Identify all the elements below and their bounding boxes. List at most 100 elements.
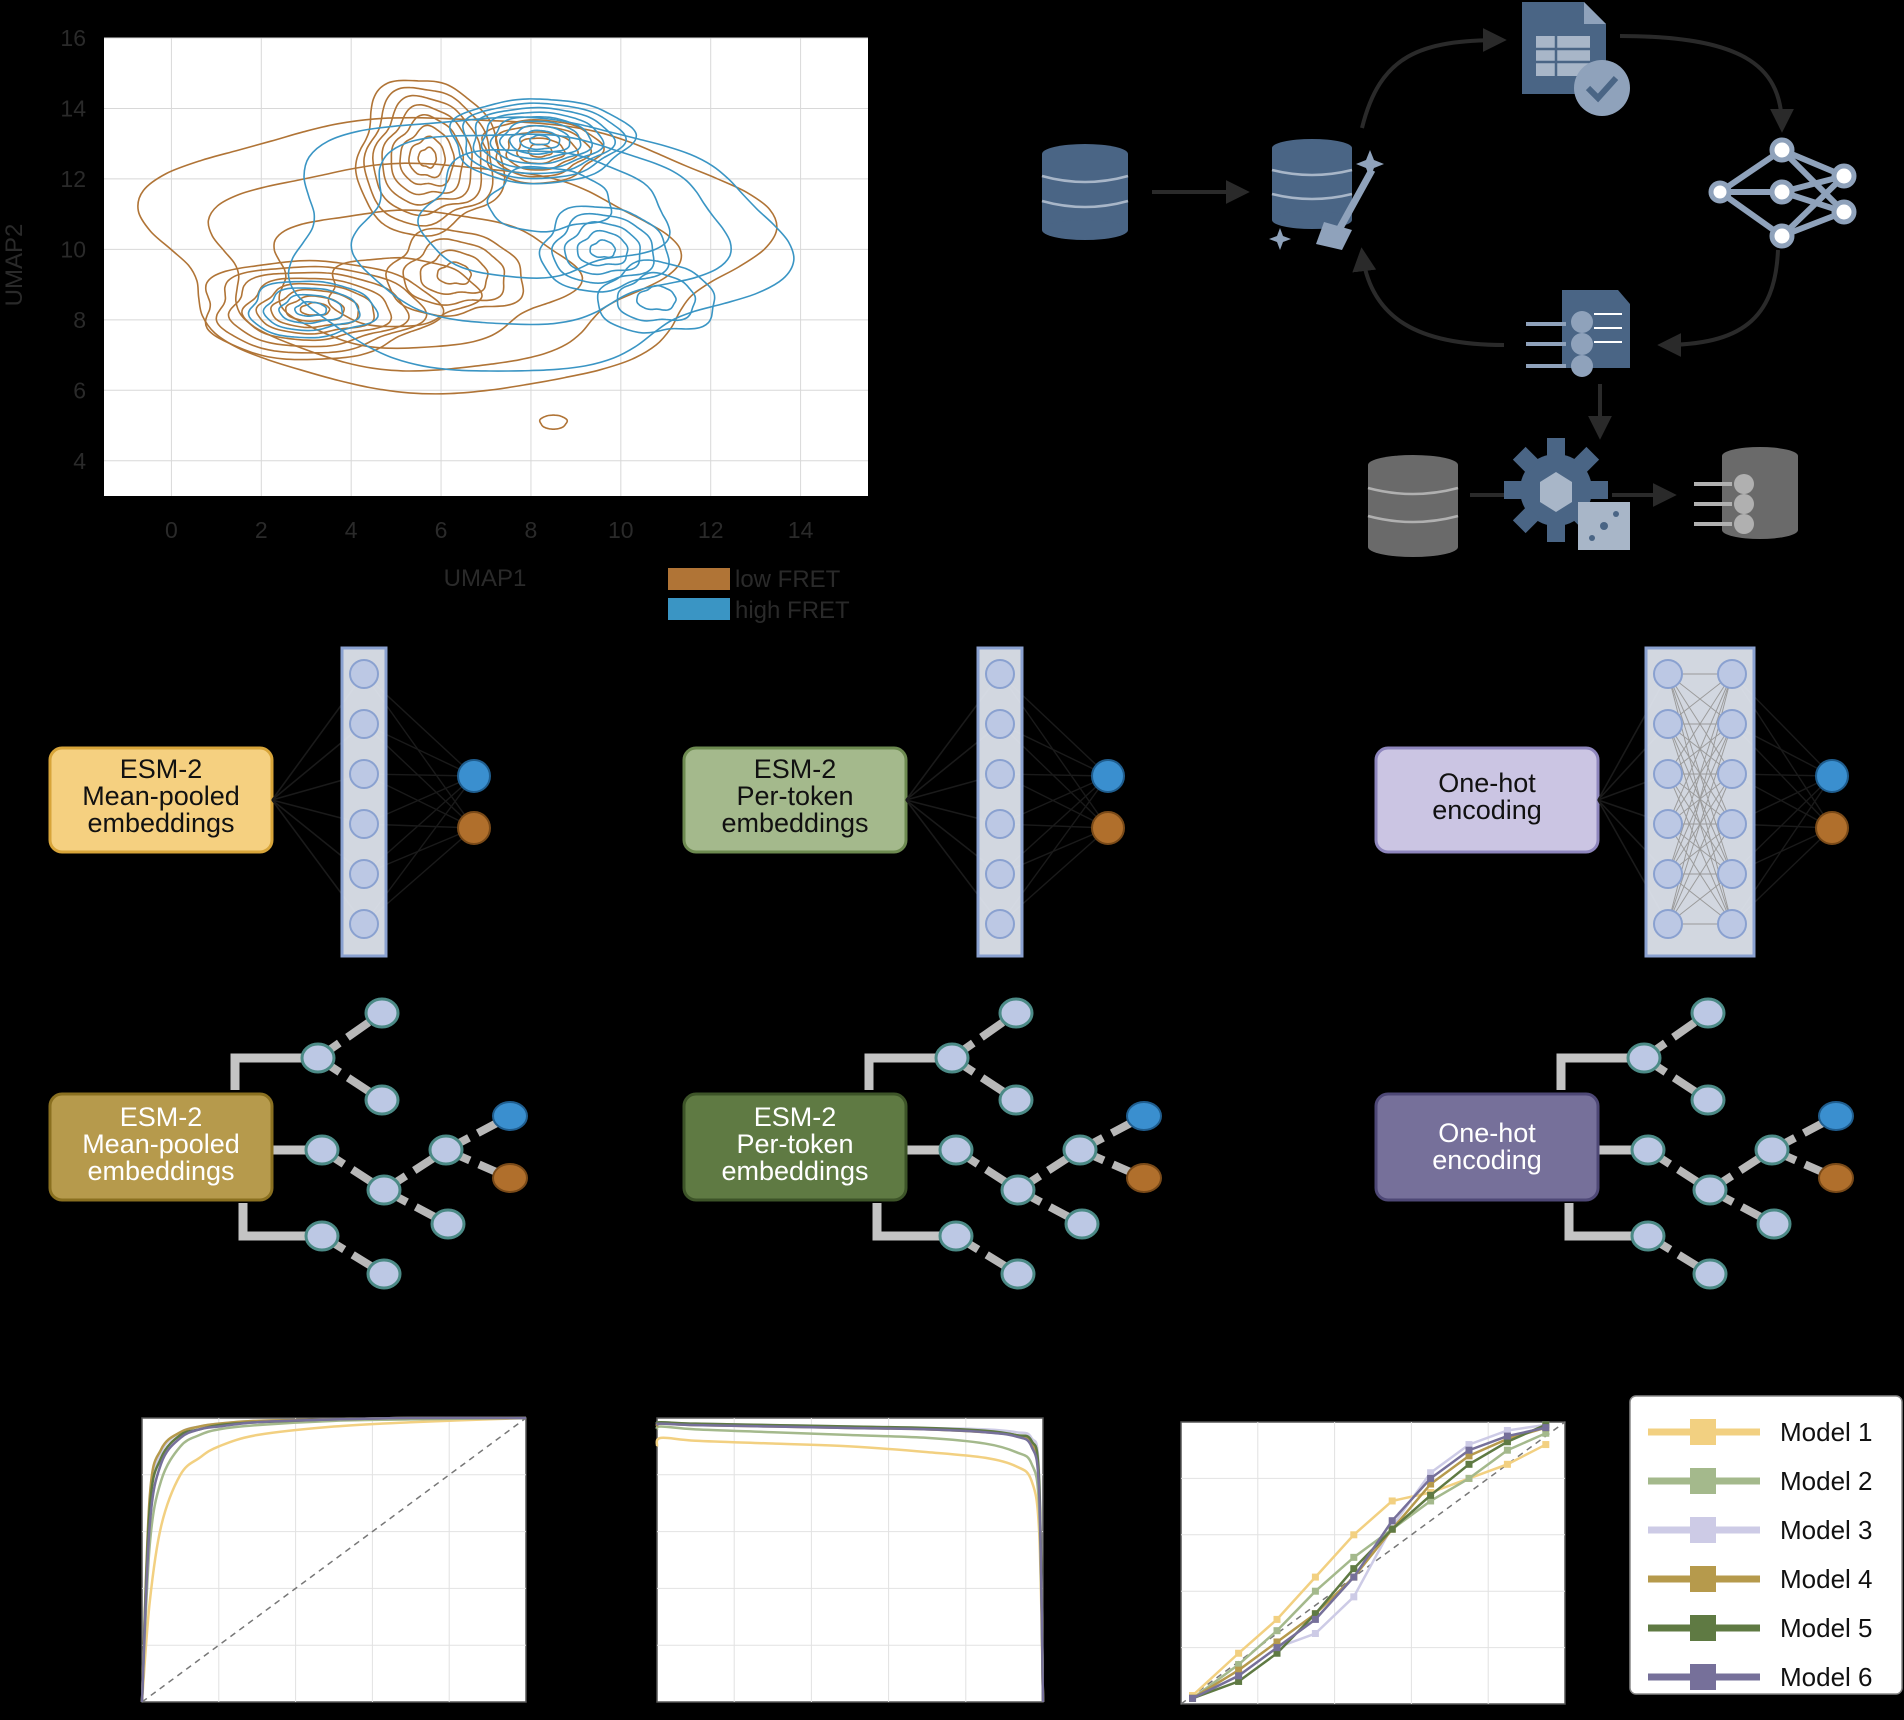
series-marker bbox=[1235, 1677, 1243, 1685]
umap-x-tick: 8 bbox=[525, 517, 538, 543]
umap-x-tick: 4 bbox=[345, 517, 358, 543]
umap-contour-high bbox=[448, 98, 638, 185]
series-marker bbox=[1311, 1615, 1319, 1623]
umap-contour-low bbox=[371, 94, 483, 217]
series-marker bbox=[1503, 1438, 1511, 1446]
series-marker bbox=[1235, 1649, 1243, 1657]
series-marker bbox=[1503, 1460, 1511, 1468]
tree-node bbox=[364, 997, 400, 1029]
umap-legend-swatch-low bbox=[668, 568, 730, 590]
encoding-label: ESM-2 bbox=[754, 754, 837, 784]
legend-label: Model 2 bbox=[1780, 1466, 1873, 1496]
umap-contour-high bbox=[538, 205, 670, 293]
legend-label: Model 3 bbox=[1780, 1515, 1873, 1545]
legend-marker bbox=[1690, 1664, 1716, 1690]
umap-y-tick: 6 bbox=[73, 377, 86, 403]
diagonal-reference bbox=[1180, 1421, 1566, 1705]
output-database-icon bbox=[1694, 447, 1798, 539]
arrow-report-to-network bbox=[1619, 34, 1794, 133]
nn-node bbox=[1653, 809, 1683, 839]
series-marker bbox=[1189, 1694, 1197, 1702]
nn-hidden-layer bbox=[340, 646, 388, 958]
nn-node bbox=[985, 709, 1015, 739]
tree-node bbox=[1692, 1258, 1728, 1290]
series-marker bbox=[1311, 1573, 1319, 1581]
tree-node bbox=[1690, 997, 1726, 1029]
umap-contour-high bbox=[262, 287, 361, 332]
umap-contour-low bbox=[408, 135, 447, 179]
series-marker bbox=[1503, 1446, 1511, 1454]
nn-hidden-layer bbox=[1644, 646, 1756, 958]
tree-node bbox=[428, 1134, 464, 1166]
series-marker bbox=[1427, 1497, 1435, 1505]
nn-node bbox=[985, 909, 1015, 939]
series-marker bbox=[1427, 1474, 1435, 1482]
series-line bbox=[140, 1416, 527, 1703]
tree-node bbox=[998, 1084, 1034, 1116]
series-marker bbox=[1503, 1426, 1511, 1434]
series-marker bbox=[1427, 1480, 1435, 1488]
series-marker bbox=[1273, 1627, 1281, 1635]
series-marker bbox=[1542, 1441, 1550, 1449]
legend-marker bbox=[1690, 1517, 1716, 1543]
encoding-box bbox=[682, 1092, 908, 1202]
umap-y-tick: 16 bbox=[60, 25, 86, 51]
nn-node bbox=[1653, 909, 1683, 939]
nn-node bbox=[349, 809, 379, 839]
database-icon bbox=[1041, 144, 1129, 240]
pr-plot-area bbox=[656, 1417, 1044, 1703]
nn-node bbox=[1717, 709, 1747, 739]
legend-marker bbox=[1690, 1615, 1716, 1641]
tree-connector bbox=[230, 1053, 318, 1090]
umap-contour-low bbox=[354, 79, 506, 237]
tree-connector bbox=[1564, 1203, 1648, 1241]
nn-edge bbox=[1667, 723, 1733, 925]
umap-y-tick: 10 bbox=[60, 236, 86, 262]
series-line bbox=[1191, 1443, 1547, 1697]
nn-node bbox=[1653, 709, 1683, 739]
nn-node bbox=[349, 659, 379, 689]
umap-y-tick: 12 bbox=[60, 166, 86, 192]
series-marker bbox=[1503, 1432, 1511, 1440]
feature-document-icon bbox=[1526, 290, 1630, 377]
series-marker bbox=[1273, 1638, 1281, 1646]
nn-edge bbox=[1667, 773, 1733, 925]
umap-contour-high bbox=[472, 106, 616, 175]
nn-node bbox=[349, 759, 379, 789]
umap-contour-low bbox=[273, 209, 584, 350]
output-node-brown bbox=[492, 1163, 528, 1193]
umap-contour-high bbox=[293, 300, 328, 317]
output-node-brown bbox=[1126, 1163, 1162, 1193]
series-line bbox=[655, 1422, 1045, 1703]
umap-contour-low bbox=[385, 227, 525, 318]
umap-contour-low bbox=[494, 124, 593, 178]
umap-contour-high bbox=[247, 280, 379, 339]
diagonal-reference bbox=[141, 1417, 527, 1703]
encoding-label: encoding bbox=[1432, 795, 1542, 825]
series-marker bbox=[1465, 1460, 1473, 1468]
nn-node bbox=[985, 859, 1015, 889]
legend-label: Model 5 bbox=[1780, 1613, 1873, 1643]
tree-node bbox=[1630, 1134, 1666, 1166]
report-document-icon bbox=[1522, 2, 1630, 116]
tree-connector bbox=[238, 1203, 322, 1241]
umap-contour-high bbox=[462, 102, 628, 180]
series-marker bbox=[1427, 1469, 1435, 1477]
nn-edge bbox=[1667, 823, 1733, 925]
series-marker bbox=[1465, 1452, 1473, 1460]
series-marker bbox=[1465, 1446, 1473, 1454]
umap-contour-high bbox=[480, 111, 605, 170]
umap-contour-low bbox=[417, 146, 438, 169]
umap-contour-high bbox=[635, 284, 677, 311]
clean-database-icon bbox=[1269, 139, 1384, 250]
nn-edge bbox=[1667, 673, 1733, 875]
umap-contour-low bbox=[390, 113, 465, 196]
tree-connector bbox=[864, 1053, 952, 1090]
output-node-brown bbox=[1815, 811, 1849, 845]
